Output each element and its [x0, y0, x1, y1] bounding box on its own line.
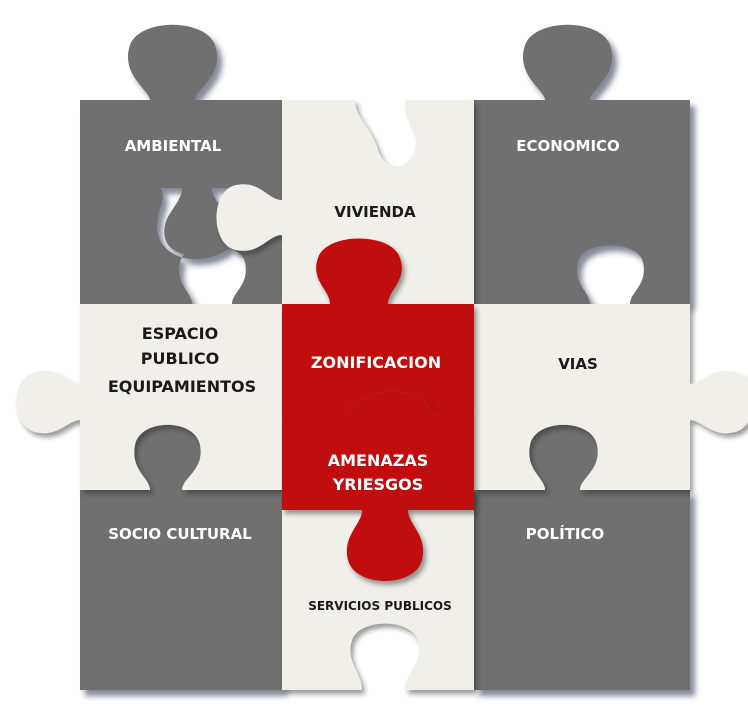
piece-ambiental [80, 24, 282, 304]
label-vias: VIAS [558, 355, 598, 373]
label-amenazas-line2: YRIESGOS [332, 475, 424, 494]
piece-amenazas [282, 391, 474, 581]
label-economico: ECONOMICO [516, 137, 620, 155]
piece-zonificacion [282, 238, 474, 418]
label-espacio-line1: ESPACIO [141, 324, 219, 343]
label-politico: POLÍTICO [525, 525, 605, 543]
label-ambiental: AMBIENTAL [124, 137, 222, 155]
piece-socio-cultural [80, 424, 282, 690]
label-espacio-line3: EQUIPAMIENTOS [107, 377, 257, 396]
piece-espacio [16, 304, 282, 490]
label-vivienda: VIVIENDA [334, 203, 416, 221]
label-servicios-publicos: SERVICIOS PUBLICOS [308, 599, 452, 613]
label-espacio-line2: PUBLICO [140, 349, 220, 368]
piece-politico [408, 424, 690, 690]
label-socio-cultural: SOCIO CULTURAL [108, 525, 252, 543]
piece-vivienda [216, 100, 474, 304]
piece-vias [474, 304, 748, 490]
piece-economico [408, 24, 690, 304]
label-amenazas-line1: AMENAZAS [327, 451, 429, 470]
piece-servicios [282, 490, 474, 690]
label-zonificacion: ZONIFICACION [310, 353, 442, 372]
